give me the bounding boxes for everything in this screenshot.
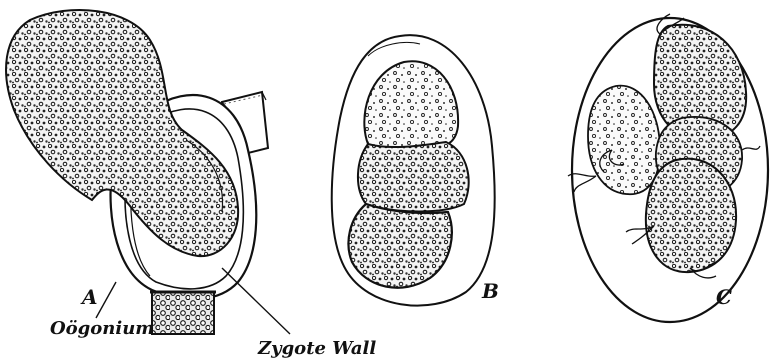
filament-cell-lower <box>150 292 216 334</box>
panel-a-label: A <box>80 285 98 309</box>
oogonium-label: Oögonium <box>50 318 154 339</box>
panel-c-label: C <box>716 285 732 309</box>
panel-a <box>6 10 290 334</box>
daughter-cell-middle <box>358 142 469 212</box>
zoospore-bottom <box>646 159 736 272</box>
panel-b <box>332 35 495 305</box>
oogonium-leader-line <box>96 282 116 318</box>
panel-b-label: B <box>481 279 499 303</box>
panel-c <box>568 14 768 322</box>
zygote-wall-label: Zygote Wall <box>257 338 376 359</box>
zygote-wall-leader-line <box>222 268 290 334</box>
